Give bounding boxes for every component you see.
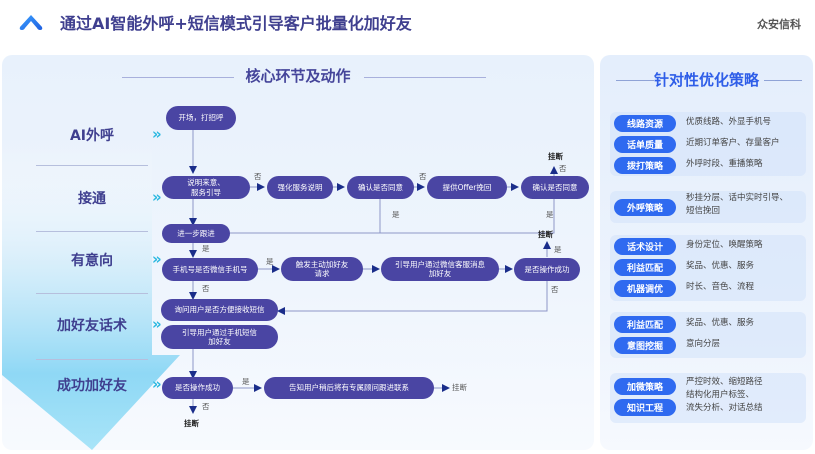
edge-label-no: 否 [202, 284, 210, 293]
strategy-desc: 身份定位、唤醒策略 [686, 240, 763, 250]
title-rule-left [122, 77, 234, 78]
strategy-group-call: 线路资源 优质线路、外显手机号 话单质量 近期订单客户、存量客户 拨打策略 外呼… [610, 112, 806, 176]
funnel-graphic [2, 145, 180, 450]
strategy-title-text: 针对性优化策略 [653, 71, 759, 89]
hangup-label-plain: 挂断 [452, 383, 467, 392]
strategy-group-intent: 话术设计 身份定位、唤醒策略 利益匹配 奖品、优惠、服务 机器调优 时长、音色、… [610, 235, 806, 301]
stage-add-friend-script: 加好友话术 » [32, 315, 162, 335]
strategy-desc: 意向分层 [686, 339, 721, 349]
flow-node-check-wechat-phone: 手机号是否微信手机号 [162, 258, 258, 281]
flow-node-reinforce-service: 强化服务说明 [267, 176, 333, 199]
stage-label: 有意向 [71, 253, 113, 269]
strategy-desc: 秒挂分层、话中实时引导、 短信挽回 [686, 193, 789, 216]
strategy-desc: 奖品、优惠、服务 [686, 318, 755, 328]
strategy-tag: 利益匹配 [614, 259, 676, 276]
strategy-tag: 机器调优 [614, 280, 676, 297]
strategy-group-script: 利益匹配 奖品、优惠、服务 意图挖掘 意向分层 [610, 312, 806, 358]
strategy-group-success: 加微策略 严控时效、缩短路径 知识工程 结构化用户标签、 流失分析、对话总结 [610, 373, 806, 423]
stage-divider [36, 359, 148, 360]
edge-label-no: 否 [559, 164, 567, 173]
double-chevron-icon: » [152, 188, 162, 206]
flow-node-notify-advisor: 告知用户稍后将有专属顾问跟进联系 [264, 377, 434, 399]
flow-node-trigger-friend-request: 触发主动加好友 请求 [281, 257, 363, 281]
stage-label: 加好友话术 [57, 318, 127, 334]
strategy-tag: 利益匹配 [614, 316, 676, 333]
flow-node-offer-retain: 提供Offer挽回 [427, 176, 507, 199]
stage-divider [36, 165, 148, 166]
double-chevron-icon: » [152, 375, 162, 393]
flow-node-confirm-agree-2: 确认是否同意 [521, 176, 589, 199]
strategy-tag: 意图挖掘 [614, 337, 676, 354]
edge-label-yes: 是 [202, 244, 210, 253]
stage-label: 成功加好友 [57, 378, 127, 394]
double-chevron-icon: » [152, 315, 162, 333]
edge-label-no: 否 [254, 172, 262, 181]
double-chevron-icon: » [152, 250, 162, 268]
hangup-label: 挂断 [538, 230, 553, 239]
stage-connected: 接通 » [32, 188, 162, 208]
strategy-desc: 时长、音色、流程 [686, 282, 755, 292]
brand-name: 众安信科 [757, 18, 801, 31]
page-title: 通过AI智能外呼+短信模式引导客户批量化加好友 [60, 14, 412, 33]
edge-label-no: 否 [202, 402, 210, 411]
strategy-desc: 优质线路、外显手机号 [686, 117, 772, 127]
strategy-title: 针对性优化策略 [600, 69, 813, 90]
edge-label-yes: 是 [554, 245, 562, 254]
strategy-tag: 外呼策略 [614, 199, 676, 216]
strategy-tag: 拨打策略 [614, 157, 676, 174]
edge-n11-n12 [277, 281, 548, 315]
flow-node-explain-purpose: 说明来意、 服务引导 [162, 176, 250, 199]
flow-node-operation-success-2: 是否操作成功 [162, 377, 233, 399]
edge-label-yes: 是 [266, 257, 274, 266]
section-title-text: 核心环节及动作 [245, 67, 351, 85]
title-rule-left [616, 80, 654, 81]
hangup-label: 挂断 [548, 152, 563, 161]
core-actions-panel: 核心环节及动作 AI外呼 » 接通 » 有意向 » 加好友话术 » 成功加好友 » [2, 55, 594, 450]
strategy-tag: 知识工程 [614, 399, 676, 416]
strategy-desc: 严控时效、缩短路径 [686, 377, 763, 387]
strategy-tag: 加微策略 [614, 378, 676, 395]
hangup-label: 挂断 [184, 419, 199, 428]
stage-divider [36, 231, 148, 232]
strategy-tag: 话单质量 [614, 136, 676, 153]
optimization-strategy-panel: 针对性优化策略 线路资源 优质线路、外显手机号 话单质量 近期订单客户、存量客户… [600, 55, 813, 450]
edge-yes-merge [379, 198, 555, 234]
edge-label-no: 否 [419, 172, 427, 181]
flow-node-operation-success-1: 是否操作成功 [514, 258, 580, 281]
edge-label-yes: 是 [242, 377, 250, 386]
section-title: 核心环节及动作 [2, 65, 594, 86]
edge-label-yes: 是 [546, 210, 554, 219]
title-rule-right [764, 80, 802, 81]
stage-interested: 有意向 » [32, 250, 162, 270]
stage-label: 接通 [78, 191, 106, 207]
stage-ai-call: AI外呼 » [32, 125, 162, 145]
stage-label: AI外呼 [69, 128, 115, 144]
flow-node-confirm-agree-1: 确认是否同意 [347, 176, 414, 199]
strategy-desc: 奖品、优惠、服务 [686, 261, 755, 271]
flow-node-follow-up: 进一步跟进 [162, 224, 230, 243]
flow-node-guide-sms: 引导用户通过手机短信 加好友 [161, 325, 278, 349]
strategy-tag: 话术设计 [614, 238, 676, 255]
title-rule-right [364, 77, 486, 78]
strategy-desc: 近期订单客户、存量客户 [686, 138, 780, 148]
strategy-tag: 线路资源 [614, 115, 676, 132]
stage-divider [36, 293, 148, 294]
edge-label-yes: 是 [392, 210, 400, 219]
stage-added-friend: 成功加好友 » [32, 375, 162, 395]
flow-node-greeting: 开场，打招呼 [166, 106, 236, 130]
strategy-desc: 结构化用户标签、 流失分析、对话总结 [686, 390, 763, 413]
double-chevron-icon: » [152, 125, 162, 143]
flow-connectors [189, 130, 558, 414]
strategy-desc: 外呼时段、重播策略 [686, 159, 763, 169]
strategy-group-connect: 外呼策略 秒挂分层、话中实时引导、 短信挽回 [610, 191, 806, 223]
flow-node-ask-sms: 询问用户是否方便接收短信 [161, 299, 278, 321]
edge-label-no: 否 [551, 285, 559, 294]
flow-node-guide-wechat-message: 引导用户通过微信客服消息 加好友 [381, 257, 499, 281]
logo-icon [19, 15, 43, 30]
